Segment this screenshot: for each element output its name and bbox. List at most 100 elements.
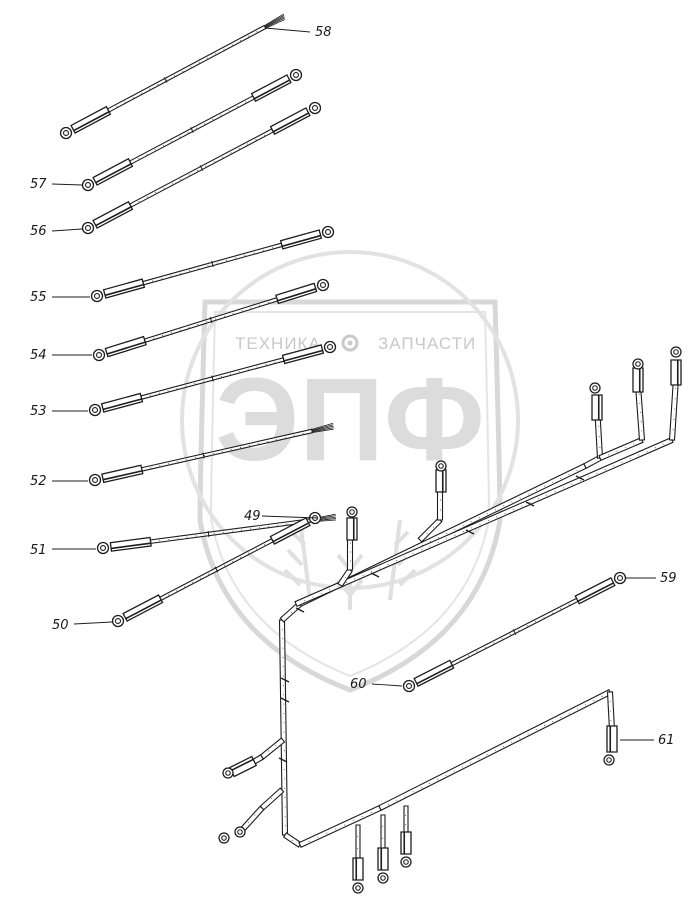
leader-57 xyxy=(51,183,83,186)
wire-speckle xyxy=(204,455,206,457)
wire-speckle xyxy=(293,434,295,436)
cable-56 xyxy=(81,101,322,235)
wire-speckle xyxy=(674,398,676,400)
wire-speckle xyxy=(361,816,363,818)
sleeve-shade xyxy=(272,112,309,133)
harness-segment xyxy=(606,691,616,731)
wire-speckle xyxy=(282,638,284,640)
wire-speckle xyxy=(412,791,414,793)
terminal-eyelet xyxy=(222,767,234,779)
drop-sleeve xyxy=(352,857,364,881)
eyelet-hole xyxy=(93,292,101,300)
wire-speckle xyxy=(265,364,267,365)
wire-speckle xyxy=(353,820,354,822)
label-61: 61 xyxy=(658,733,675,748)
drop-wire xyxy=(403,805,409,835)
wire-speckle xyxy=(588,476,590,478)
wire-speckle xyxy=(396,560,397,562)
wire-speckle xyxy=(453,770,455,772)
wire-speckle xyxy=(215,53,217,55)
wire-speckle xyxy=(576,708,578,710)
harness-band xyxy=(278,757,288,763)
wire-speckle xyxy=(195,535,197,537)
watermark-brand-right: ЗАПЧАСТИ xyxy=(378,334,476,353)
wire-speckle xyxy=(159,540,161,542)
strand xyxy=(311,428,334,433)
wire-speckle xyxy=(231,449,232,450)
wire-speckle xyxy=(176,590,178,592)
eyelet-hole xyxy=(405,682,413,690)
wire-speckle xyxy=(149,88,151,90)
wire-speckle xyxy=(116,105,118,107)
cable-53 xyxy=(88,340,337,417)
eyelet-hole xyxy=(616,574,624,582)
wire-speckle xyxy=(255,139,257,141)
wire-speckle xyxy=(329,589,331,591)
wire-speckle xyxy=(228,110,230,112)
cable-57 xyxy=(81,68,303,192)
wire-speckle xyxy=(478,517,480,519)
wire-speckle xyxy=(266,440,268,442)
wire-body xyxy=(282,832,303,848)
sleeve-body xyxy=(101,464,144,484)
sleeve-shade xyxy=(106,341,146,355)
cable-52 xyxy=(88,422,334,487)
wire-speckle xyxy=(379,567,381,569)
drop-eyelet xyxy=(400,856,412,868)
wire-speckle xyxy=(357,836,359,838)
eyelet-hole xyxy=(635,361,641,367)
wire-speckle xyxy=(598,436,600,438)
wire-speckle xyxy=(544,725,545,727)
harness-band xyxy=(370,572,380,578)
wire-speckle xyxy=(609,701,611,702)
label-54: 54 xyxy=(30,348,47,363)
wire-speckle xyxy=(162,145,164,146)
terminal-sleeve xyxy=(346,517,358,541)
label-55: 55 xyxy=(30,290,47,305)
wire-speckle xyxy=(438,536,440,538)
wire-speckle xyxy=(195,127,197,129)
wire-speckle xyxy=(150,467,152,469)
wire-speckle xyxy=(470,521,472,523)
cable-50 xyxy=(111,511,322,628)
wire-speckle xyxy=(284,825,286,827)
wire-speckle xyxy=(158,392,160,394)
terminal-eyelet xyxy=(670,346,682,358)
cable-59 xyxy=(402,571,627,693)
wire-speckle xyxy=(282,684,284,686)
wire-speckle xyxy=(282,675,284,677)
wire-speckle xyxy=(207,57,208,59)
eyelet-hole xyxy=(114,617,122,625)
wire-speckle xyxy=(179,329,181,331)
wire-speckle xyxy=(546,494,548,496)
wire-speckle xyxy=(283,703,285,705)
sleeve-shade xyxy=(230,758,254,772)
wire-speckle xyxy=(535,729,537,731)
wire-speckle xyxy=(504,512,506,514)
sleeve-body xyxy=(632,367,644,393)
wire-speckle xyxy=(171,183,173,185)
harness-assembly xyxy=(218,346,682,894)
strand xyxy=(311,427,334,433)
wire-speckle xyxy=(598,425,600,427)
wire-speckle xyxy=(223,315,225,317)
wire-speckle xyxy=(241,310,243,312)
wire-speckle xyxy=(163,187,165,189)
eyelet-hole xyxy=(592,385,598,391)
terminal-eyelet xyxy=(234,826,246,838)
cable-sleeve-near xyxy=(101,464,144,484)
wire-speckle xyxy=(552,481,554,483)
wire-speckle xyxy=(538,498,539,500)
wire-speckle xyxy=(521,505,523,507)
harness-segment xyxy=(259,787,285,811)
harness-band xyxy=(575,475,585,481)
wire-speckle xyxy=(479,523,481,525)
label-60: 60 xyxy=(350,677,367,692)
wire-speckle xyxy=(223,48,225,50)
eyelet-hole xyxy=(311,104,319,112)
wire-speckle xyxy=(146,153,148,155)
wire-speckle xyxy=(510,633,511,635)
cable-sleeve-far xyxy=(574,576,616,605)
sleeve-body xyxy=(102,278,146,299)
eyelet-hole xyxy=(349,509,355,515)
